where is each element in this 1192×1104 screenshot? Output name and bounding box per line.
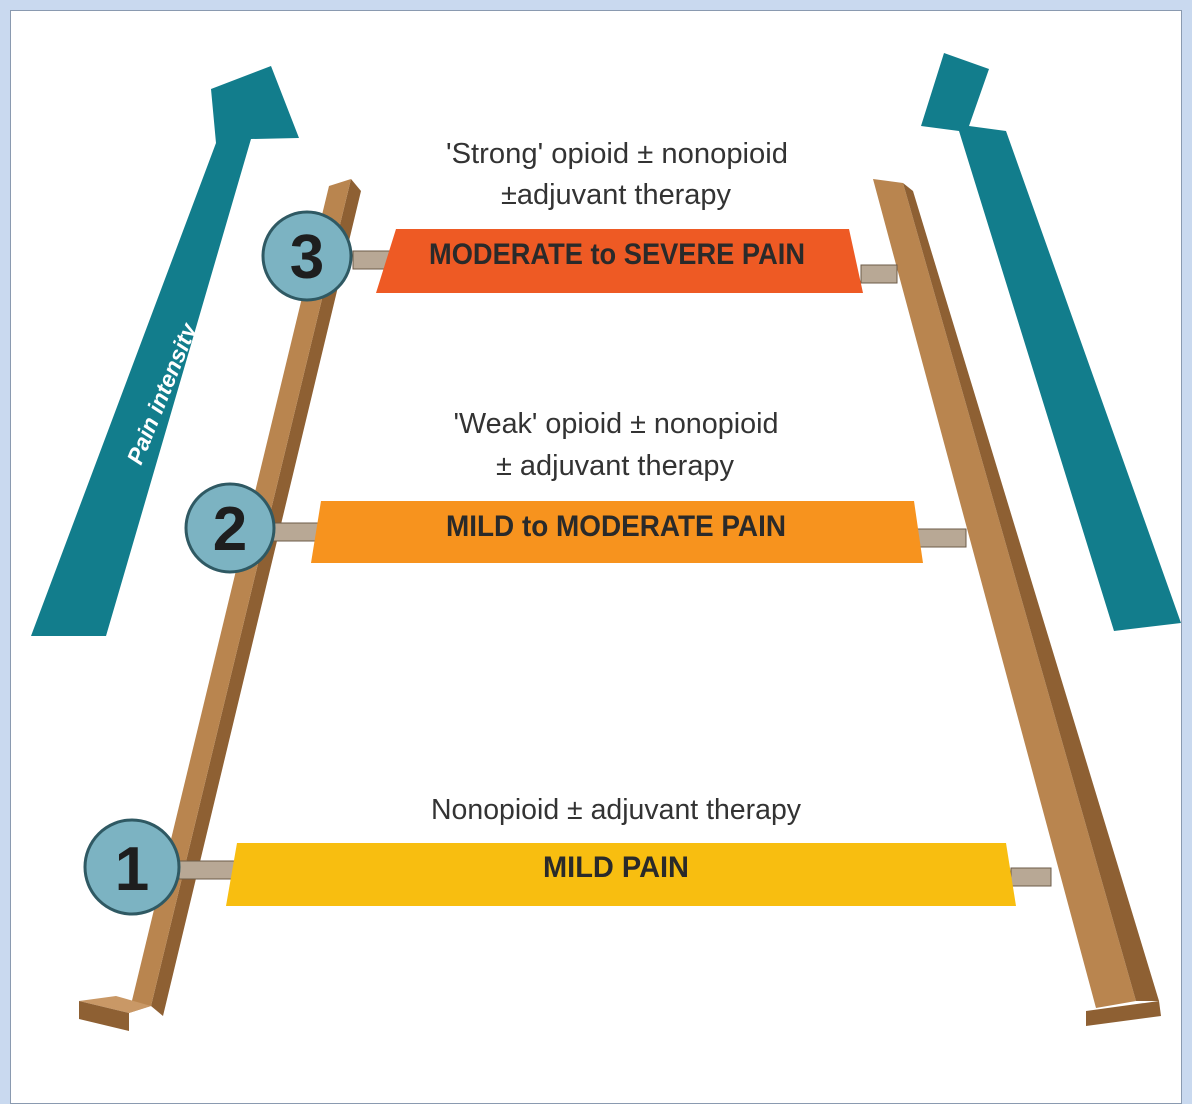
dowel-3-right bbox=[860, 264, 898, 284]
dowel-2-right bbox=[915, 528, 967, 548]
dowel-1-left bbox=[178, 860, 240, 880]
step-2-badge: 2 bbox=[184, 482, 276, 574]
step-1-bar bbox=[226, 843, 1016, 906]
pain-ladder-diagram: Pain intensity MODERATE to SEVERE PAIN '… bbox=[31, 53, 1181, 1031]
right-rail bbox=[873, 179, 1136, 1008]
left-arrow-icon bbox=[31, 66, 299, 636]
step-3-therapy-line-1: 'Strong' opioid ± nonopioid bbox=[446, 138, 788, 170]
dowel-2-left bbox=[272, 522, 320, 542]
svg-text:3: 3 bbox=[290, 223, 324, 292]
right-rail-side bbox=[903, 183, 1159, 1001]
step-2-label: MILD to MODERATE PAIN bbox=[446, 510, 786, 543]
left-rail-front bbox=[79, 1001, 129, 1031]
step-3-label: MODERATE to SEVERE PAIN bbox=[429, 238, 805, 271]
diagram-frame: Pain intensity MODERATE to SEVERE PAIN '… bbox=[10, 10, 1182, 1104]
step-3-bar bbox=[376, 229, 863, 293]
step-3-badge: 3 bbox=[261, 210, 353, 302]
left-rail-end bbox=[79, 996, 151, 1013]
svg-text:1: 1 bbox=[115, 835, 149, 904]
step-2-therapy-line-2: ± adjuvant therapy bbox=[496, 450, 734, 482]
step-2-bar bbox=[311, 501, 923, 563]
step-2-therapy-line-1: 'Weak' opioid ± nonopioid bbox=[454, 408, 779, 440]
right-rail-front bbox=[1086, 1001, 1161, 1026]
step-3-therapy-line-2: ±adjuvant therapy bbox=[501, 179, 731, 211]
step-1-label: MILD PAIN bbox=[543, 851, 689, 884]
dowel-1-right bbox=[1010, 867, 1052, 887]
step-1-badge: 1 bbox=[83, 818, 181, 916]
left-rail-side bbox=[151, 179, 361, 1016]
right-arrow-icon bbox=[921, 53, 1181, 631]
left-rail bbox=[129, 179, 351, 1013]
svg-text:2: 2 bbox=[213, 495, 247, 564]
step-1-therapy-line-1: Nonopioid ± adjuvant therapy bbox=[431, 794, 801, 826]
